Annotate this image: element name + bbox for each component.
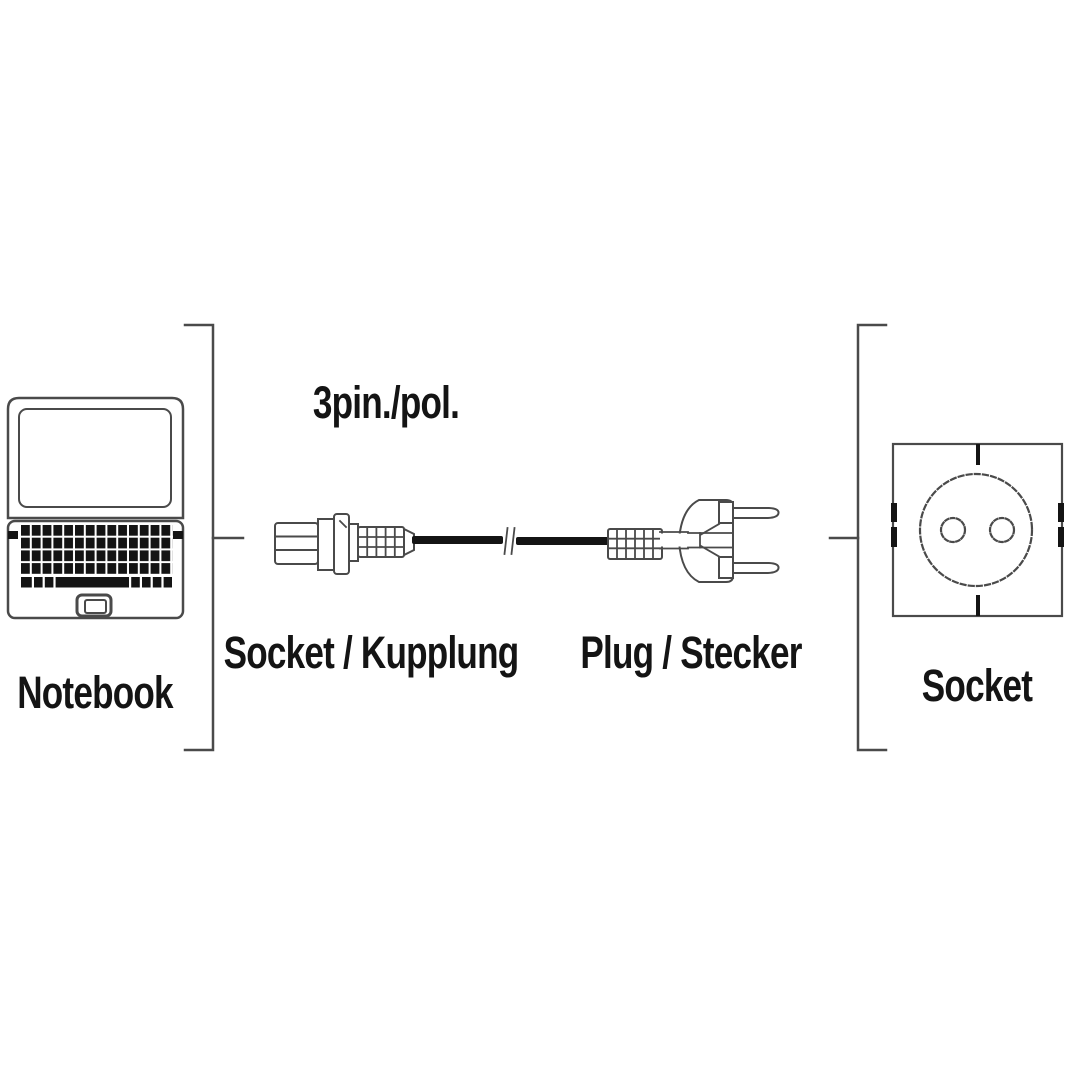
plug-pins bbox=[721, 507, 780, 574]
notebook-hinge-right bbox=[173, 531, 183, 539]
coupling-cable-taper bbox=[403, 527, 415, 557]
coupling-strain-relief bbox=[357, 526, 405, 558]
power-cable-icon bbox=[274, 499, 780, 583]
bracket-shape bbox=[856, 323, 888, 752]
cable-line-right bbox=[516, 537, 610, 545]
socket-round-recess bbox=[918, 472, 1034, 588]
plug-neck bbox=[659, 531, 689, 550]
notebook-icon bbox=[6, 396, 185, 620]
notebook-touchpad-button bbox=[75, 593, 113, 618]
notebook-keyboard-bottom-row bbox=[21, 577, 172, 588]
plug-inner-details bbox=[687, 522, 734, 558]
coupling-connector-icon bbox=[274, 513, 415, 575]
plug-slot-top bbox=[718, 501, 734, 524]
socket-bracket bbox=[828, 323, 888, 752]
plug-slot-bottom bbox=[718, 556, 734, 579]
cable-pins-label: 3pin./pol. bbox=[312, 377, 460, 428]
plug-pin-top bbox=[721, 507, 780, 519]
notebook-keyboard bbox=[21, 525, 173, 575]
notebook-label: Notebook bbox=[17, 667, 173, 718]
socket-mark-bottom bbox=[976, 595, 980, 616]
socket-hole-left bbox=[939, 516, 967, 544]
notebook-bracket bbox=[183, 323, 245, 752]
notebook-hinge-left bbox=[8, 531, 18, 539]
cable-break-marks bbox=[503, 527, 516, 555]
plug-strain-relief bbox=[607, 528, 663, 560]
plug-pin-bottom bbox=[721, 562, 780, 574]
socket-mark-top bbox=[976, 444, 980, 465]
socket-edge-marks bbox=[891, 503, 1064, 547]
wall-socket-icon bbox=[891, 442, 1064, 618]
bracket-shape bbox=[183, 323, 215, 752]
notebook-screen bbox=[18, 408, 172, 508]
socket-hole-right bbox=[988, 516, 1016, 544]
coupling-body bbox=[317, 518, 335, 571]
coupling-front-block bbox=[274, 522, 319, 565]
plug-label: Plug / Stecker bbox=[580, 627, 802, 678]
coupling-label: Socket / Kupplung bbox=[223, 627, 520, 678]
coupling-step bbox=[348, 523, 359, 562]
cable-line-left bbox=[412, 536, 503, 544]
plug-connector-icon bbox=[607, 499, 780, 583]
socket-faceplate bbox=[891, 442, 1064, 618]
socket-label: Socket bbox=[921, 660, 1033, 711]
